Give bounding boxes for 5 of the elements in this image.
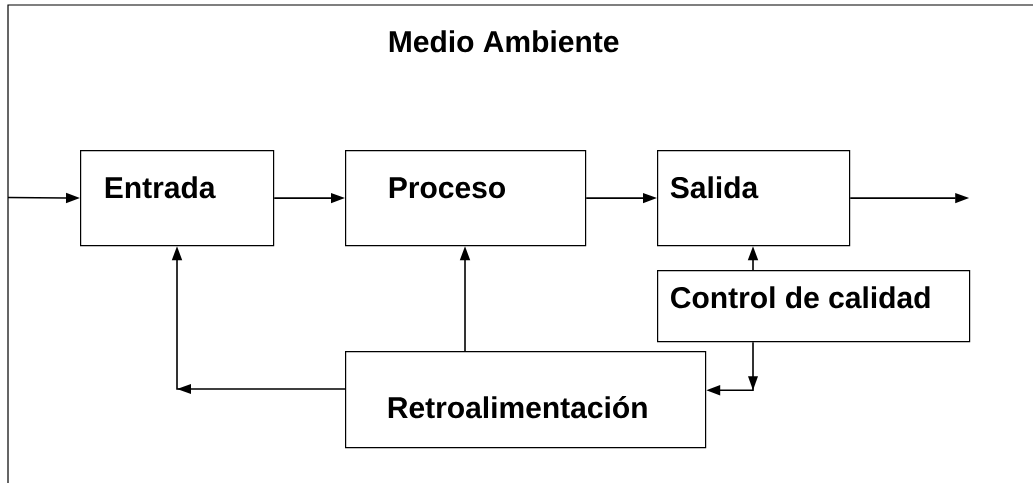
process-box: Salida (657, 150, 851, 247)
process-box: Entrada (80, 150, 275, 247)
process-box: Control de calidad (657, 270, 971, 343)
process-box: Proceso (345, 150, 587, 247)
process-box: Retroalimentación (345, 351, 707, 449)
